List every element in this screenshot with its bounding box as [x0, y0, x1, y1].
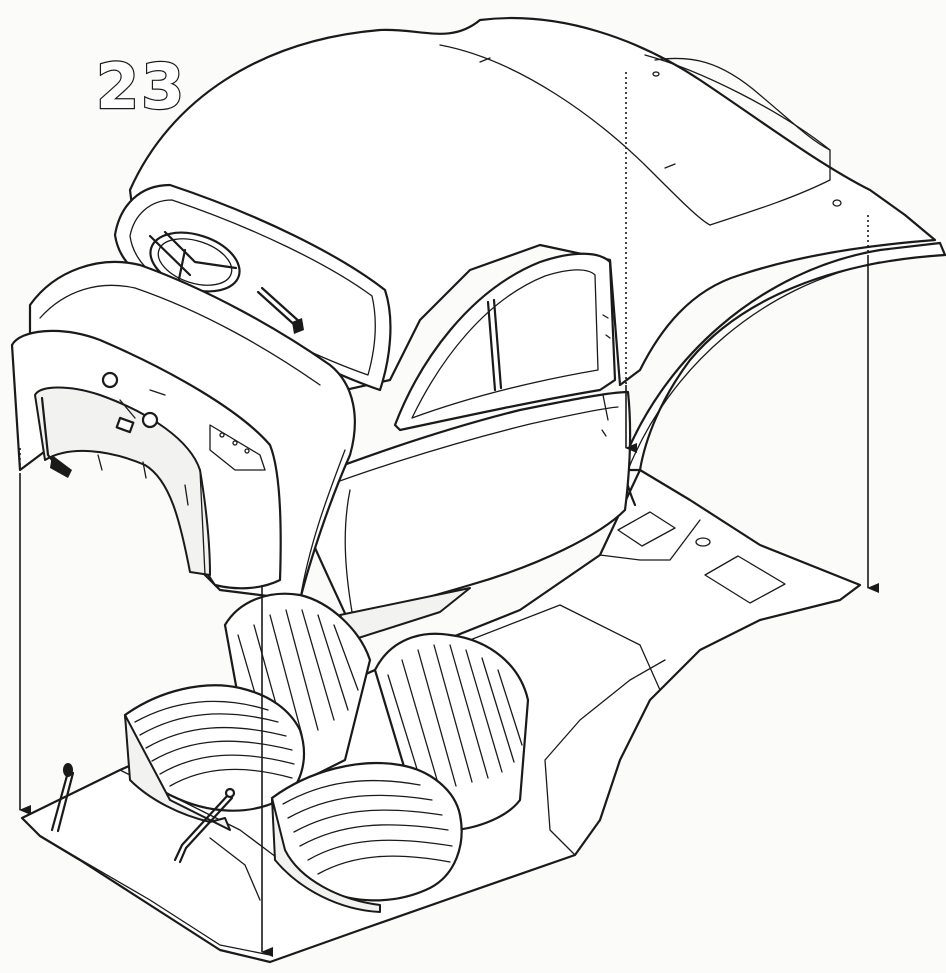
wiper [256, 286, 304, 334]
step-number: 23 [96, 50, 186, 123]
assembly-arrows [19, 72, 879, 957]
gear-lever [50, 763, 75, 833]
door [288, 390, 632, 641]
handbrake-lever [173, 787, 236, 864]
door-window [393, 252, 617, 432]
dashboard [10, 329, 282, 590]
front-seat-right [270, 632, 530, 913]
